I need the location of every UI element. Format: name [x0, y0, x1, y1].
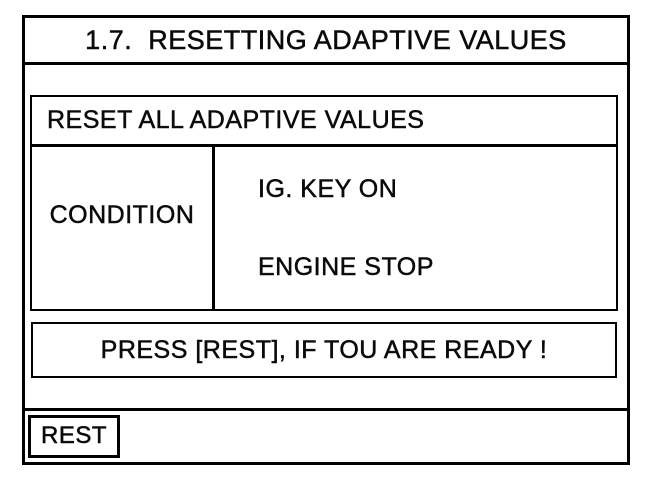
condition-item-engine-stop: ENGINE STOP	[258, 253, 434, 282]
rest-button[interactable]: REST	[28, 415, 120, 458]
message-box: PRESS [REST], IF TOU ARE READY !	[31, 322, 617, 378]
table-header-label: RESET ALL ADAPTIVE VALUES	[47, 106, 425, 135]
table-body-row: CONDITION IG. KEY ON ENGINE STOP	[32, 147, 616, 309]
condition-item-ig-key-on: IG. KEY ON	[258, 175, 398, 204]
title-bar: 1.7. RESETTING ADAPTIVE VALUES	[25, 18, 627, 65]
screen-frame: 1.7. RESETTING ADAPTIVE VALUES RESET ALL…	[22, 15, 630, 465]
message-text: PRESS [REST], IF TOU ARE READY !	[100, 335, 548, 364]
condition-values-cell: IG. KEY ON ENGINE STOP	[215, 147, 616, 309]
bottom-bar: REST	[25, 408, 627, 462]
condition-label: CONDITION	[49, 200, 195, 229]
table-header-row: RESET ALL ADAPTIVE VALUES	[32, 97, 616, 147]
condition-label-cell: CONDITION	[32, 147, 215, 309]
page-title: 1.7. RESETTING ADAPTIVE VALUES	[85, 24, 567, 55]
reset-condition-table: RESET ALL ADAPTIVE VALUES CONDITION IG. …	[30, 95, 618, 311]
